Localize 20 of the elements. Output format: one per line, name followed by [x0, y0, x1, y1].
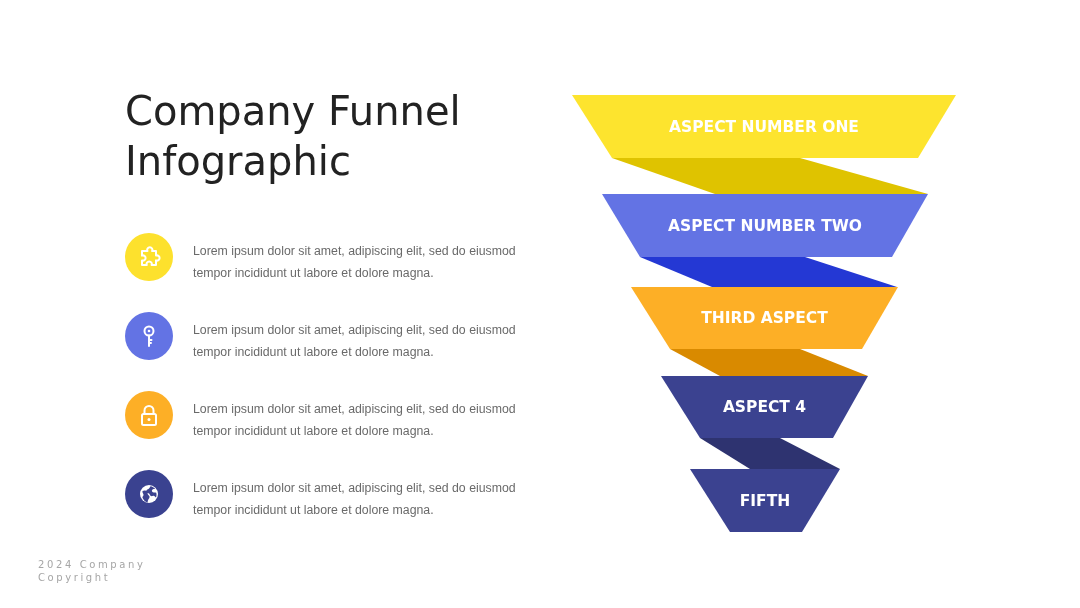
ribbon-fold [700, 438, 840, 469]
description-text: Lorem ipsum dolor sit amet, adipiscing elit, sed do eiusmod tempor incididunt ut labore et dolore magna. [193, 322, 517, 361]
funnel-segment [690, 469, 840, 532]
stage-label: ASPECT NUMBER ONE [669, 116, 859, 137]
description-text: Lorem ipsum dolor sit amet, adipiscing elit, sed do eiusmod tempor incididunt ut labore et dolore magna. [193, 480, 517, 519]
funnel-segment [631, 287, 898, 349]
description-text: Lorem ipsum dolor sit amet, adipiscing elit, sed do eiusmod tempor incididunt ut labore et dolore magna. [193, 401, 517, 440]
funnel-segment [572, 95, 956, 158]
stage-label: ASPECT NUMBER TWO [668, 215, 862, 236]
ribbon-fold [670, 349, 868, 376]
slide-title: Company Funnel Infographic [125, 87, 462, 186]
funnel-segment [661, 376, 868, 438]
ribbon-fold [640, 257, 897, 287]
stage-label: THIRD ASPECT [701, 308, 828, 328]
funnel-segment [602, 194, 928, 257]
copyright-note: 2024 Company Copyright [38, 558, 147, 584]
stage-label: FIFTH [739, 490, 791, 511]
ribbon-fold [612, 158, 928, 194]
description-text: Lorem ipsum dolor sit amet, adipiscing elit, sed do eiusmod tempor incididunt ut labore et dolore magna. [193, 243, 517, 282]
stage-label: ASPECT 4 [722, 397, 807, 417]
